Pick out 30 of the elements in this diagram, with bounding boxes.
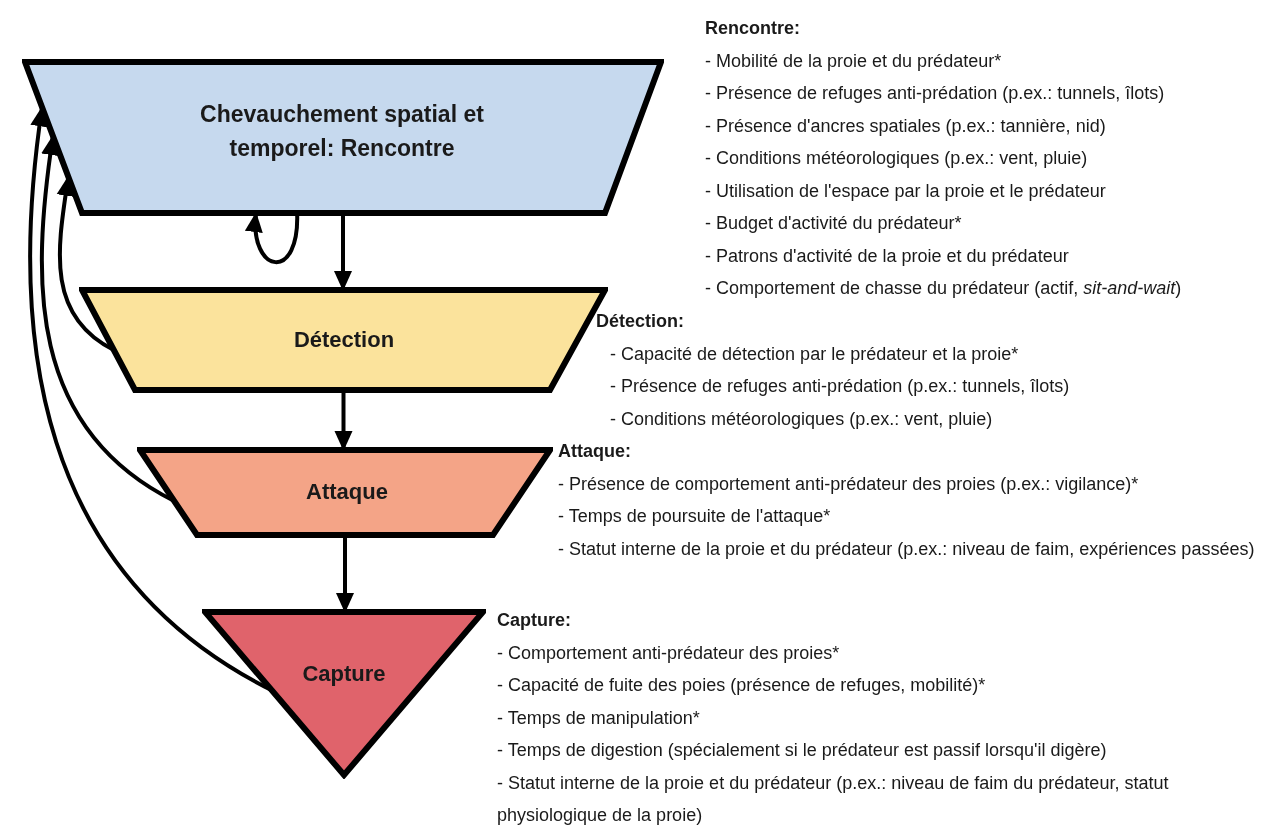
stage-label: Détection [292,326,396,354]
stage-label: Capture [301,660,387,688]
factor-item: - Présence de comportement anti-prédateur des proies (p.ex.: vigilance)* [558,472,1139,496]
factor-heading: Rencontre: [705,17,800,40]
factor-item: - Présence d'ancres spatiales (p.ex.: tannière, nid) [705,114,1106,138]
factor-item: - Patrons d'activité de la proie et du prédateur [705,244,1069,268]
funnel-stage-trapezoid [137,447,553,538]
funnel-stage-triangle [202,609,486,779]
factor-item: - Comportement anti-prédateur des proies* [497,641,840,665]
stage-label: Attaque [305,478,389,506]
factor-item: - Statut interne de la proie et du prédateur (p.ex.: niveau de faim du prédateur, statut physiologique de la proie) [497,771,1170,827]
factor-item: - Temps de poursuite de l'attaque* [558,505,831,528]
factor-item: - Capacité de fuite des poies (présence de refuges, mobilité)* [497,674,986,697]
factor-item: - Comportement de chasse du prédateur (actif, sit-and-wait) [705,277,1182,300]
factor-item: - Utilisation de l'espace par la proie et le prédateur [705,179,1106,203]
factor-item: - Temps de digestion (spécialement si le prédateur est passif lorsqu'il digère) [497,739,1107,762]
factor-item: - Statut interne de la proie et du prédateur (p.ex.: niveau de faim, expériences passées) [558,537,1255,561]
factor-item: - Capacité de détection par le prédateur et la proie* [610,342,1019,366]
factor-item: - Présence de refuges anti-prédation (p.ex.: tunnels, îlots) [610,375,1070,398]
stage-label: Chevauchement spatial et temporel: Rencontre [199,100,485,163]
factor-item: - Présence de refuges anti-prédation (p.ex.: tunnels, îlots) [705,82,1165,105]
factor-item: - Conditions météorologiques (p.ex.: vent, pluie) [610,407,993,431]
funnel-stage-trapezoid [22,59,664,216]
factor-item: - Budget d'activité du prédateur* [705,212,962,235]
factor-heading: Attaque: [558,440,631,463]
factor-heading: Capture: [497,609,571,632]
factor-heading: Détection: [596,310,684,333]
factor-item: - Mobilité de la proie et du prédateur* [705,49,1002,73]
factor-item: - Temps de manipulation* [497,706,700,730]
factor-item: - Conditions météorologiques (p.ex.: vent, pluie) [705,147,1088,170]
